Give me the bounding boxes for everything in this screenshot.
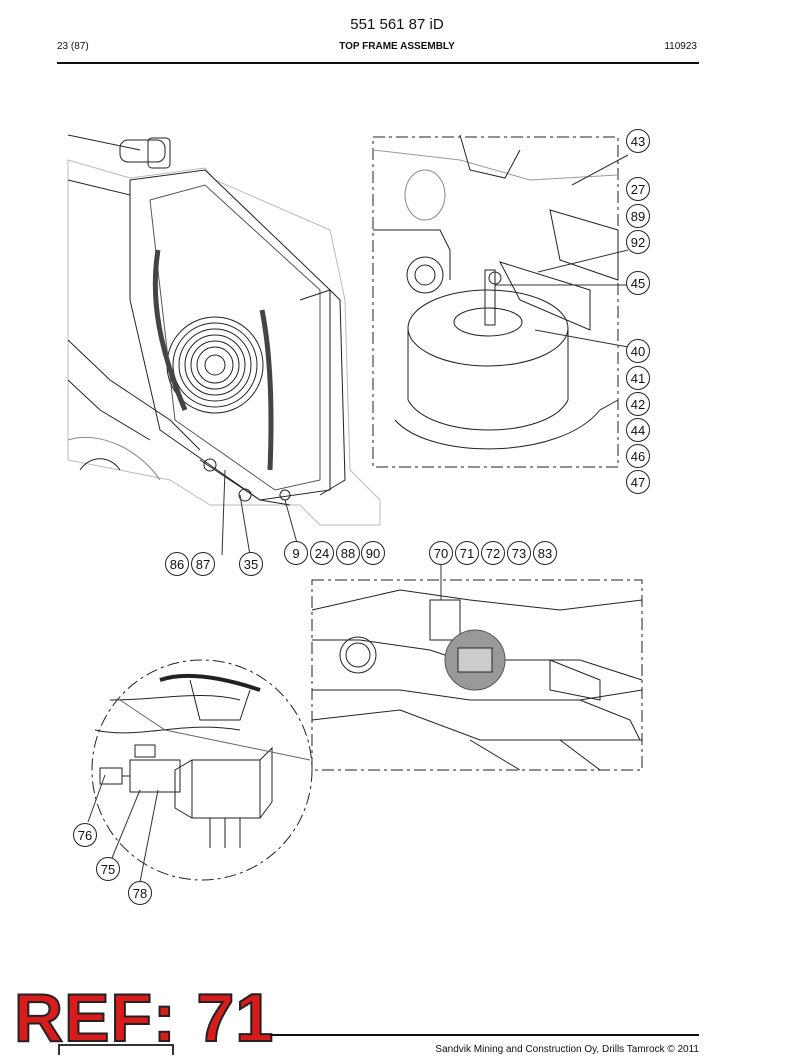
callout-circle: [455, 541, 479, 565]
header-divider: [57, 62, 699, 64]
callout-bubble: 44: [626, 418, 650, 442]
callout-number: 87: [196, 557, 210, 572]
callout-circle: [626, 204, 650, 228]
callout-number: 89: [631, 209, 645, 224]
callout-number: 70: [434, 546, 448, 561]
callout-circle: [626, 470, 650, 494]
callout-bubble: 41: [626, 366, 650, 390]
callout-bubble: 76: [73, 823, 97, 847]
callout-circle: [626, 366, 650, 390]
callout-number: 92: [631, 235, 645, 250]
callout-circle: [96, 857, 120, 881]
callout-number: 90: [366, 546, 380, 561]
callout-circle: [533, 541, 557, 565]
callout-number: 45: [631, 276, 645, 291]
callout-number: 35: [244, 557, 258, 572]
ref-stamp: REF: 71: [13, 980, 275, 1056]
callout-bubble: 35: [239, 552, 263, 576]
callout-circle: [626, 339, 650, 363]
callout-circle: [626, 177, 650, 201]
callout-circle: [626, 418, 650, 442]
callout-bubble: 87: [191, 552, 215, 576]
callout-bubble: 47: [626, 470, 650, 494]
callout-circle: [284, 541, 308, 565]
callout-circle: [626, 444, 650, 468]
slew-bearing-detail-view: [372, 134, 619, 468]
callout-circle: [165, 552, 189, 576]
footer-copyright: Sandvik Mining and Construction Oy, Dril…: [435, 1044, 699, 1055]
callout-circle: [361, 541, 385, 565]
callout-number: 88: [341, 546, 355, 561]
callout-bubble: 89: [626, 204, 650, 228]
footer-divider: [270, 1034, 699, 1036]
radiator-assembly-view: [67, 134, 381, 526]
valve-detail-view: [91, 659, 313, 881]
callout-bubble: 27: [626, 177, 650, 201]
page-title: TOP FRAME ASSEMBLY: [339, 41, 455, 52]
callout-bubble: 88: [336, 541, 360, 565]
callout-circle: [310, 541, 334, 565]
callout-circle: [626, 271, 650, 295]
callout-number: 43: [631, 134, 645, 149]
valve-location-view: [311, 579, 643, 771]
callout-bubble: 9: [284, 541, 308, 565]
callout-number: 86: [170, 557, 184, 572]
callout-bubble: 40: [626, 339, 650, 363]
callout-number: 46: [631, 449, 645, 464]
callout-bubble: 24: [310, 541, 334, 565]
callout-number: 44: [631, 423, 645, 438]
callout-number: 24: [315, 546, 329, 561]
callout-circle: [191, 552, 215, 576]
callout-circle: [336, 541, 360, 565]
callout-number: 9: [292, 546, 299, 561]
callout-circle: [481, 541, 505, 565]
callout-circle: [507, 541, 531, 565]
callout-number: 47: [631, 475, 645, 490]
callout-bubble: 73: [507, 541, 531, 565]
callout-bubble: 92: [626, 230, 650, 254]
callout-number: 71: [460, 546, 474, 561]
callout-number: 73: [512, 546, 526, 561]
callout-circle: [73, 823, 97, 847]
callout-bubble: 71: [455, 541, 479, 565]
page-number: 23 (87): [57, 41, 89, 52]
callout-bubble: 72: [481, 541, 505, 565]
callout-bubble: 78: [128, 881, 152, 905]
callout-bubble: 42: [626, 392, 650, 416]
callout-bubble: 90: [361, 541, 385, 565]
callout-number: 42: [631, 397, 645, 412]
logo: [58, 1044, 174, 1055]
callout-circle: [429, 541, 453, 565]
callout-number: 72: [486, 546, 500, 561]
callout-number: 76: [78, 828, 92, 843]
callout-bubble: 46: [626, 444, 650, 468]
callout-bubble: 75: [96, 857, 120, 881]
document-code: 551 561 87 iD: [350, 16, 444, 33]
callout-circle: [626, 392, 650, 416]
callout-bubble: 45: [626, 271, 650, 295]
callout-circle: [626, 129, 650, 153]
callout-bubble: 86: [165, 552, 189, 576]
document-date: 110923: [664, 41, 697, 52]
callout-number: 75: [101, 862, 115, 877]
callout-number: 40: [631, 344, 645, 359]
callout-circle: [128, 881, 152, 905]
callout-bubble: 43: [626, 129, 650, 153]
callout-number: 27: [631, 182, 645, 197]
callout-circle: [626, 230, 650, 254]
callout-bubble: 70: [429, 541, 453, 565]
callout-circle: [239, 552, 263, 576]
callout-number: 78: [133, 886, 147, 901]
callout-bubble: 83: [533, 541, 557, 565]
callout-number: 41: [631, 371, 645, 386]
callout-number: 83: [538, 546, 552, 561]
